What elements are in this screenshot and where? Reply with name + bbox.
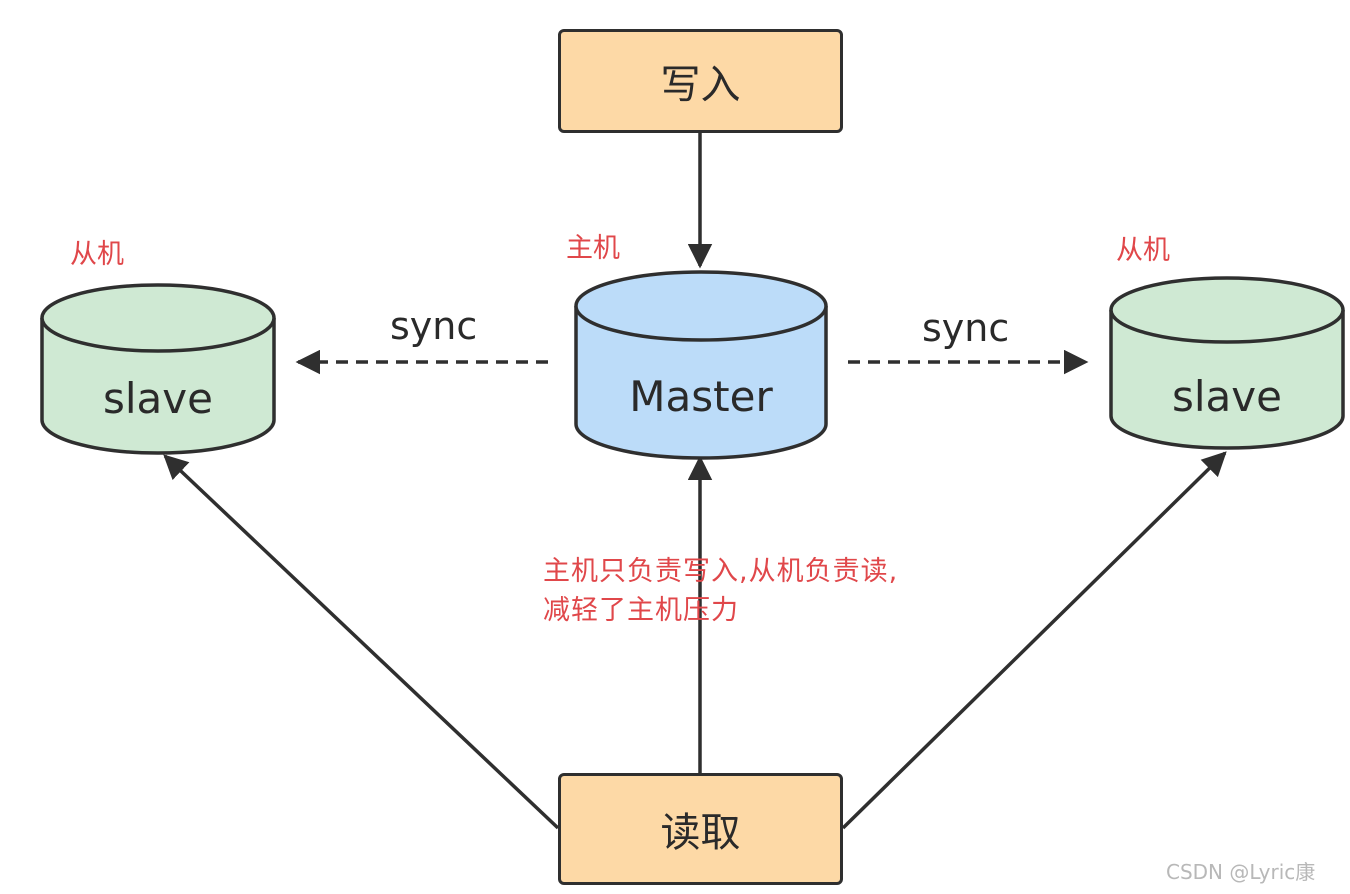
master-caption: 主机 (566, 233, 620, 264)
sync-right-label: sync (922, 306, 1010, 350)
write-label: 写入 (660, 62, 741, 108)
annotation-line-2: 减轻了主机压力 (543, 595, 739, 626)
slave-right-label: slave (1172, 372, 1282, 421)
sync-left-label: sync (390, 304, 478, 348)
read-to-slave-left-arrow (163, 454, 560, 830)
master-label: Master (629, 372, 773, 421)
annotation-text: 主机只负责写入,从机负责读, 减轻了主机压力 (543, 552, 898, 630)
slave-right-caption: 从机 (1116, 235, 1170, 266)
slave-left-label: slave (103, 374, 213, 423)
write-box: 写入 (558, 29, 843, 133)
read-box: 读取 (558, 773, 843, 885)
slave-left-caption: 从机 (70, 239, 124, 270)
annotation-line-1: 主机只负责写入,从机负责读, (543, 556, 899, 587)
slave-right-cylinder (1109, 276, 1345, 450)
watermark: CSDN @Lyric康 (1166, 860, 1316, 884)
read-to-slave-right-arrow (841, 451, 1227, 830)
master-cylinder (574, 270, 828, 460)
slave-left-cylinder (40, 283, 276, 455)
read-label: 读取 (660, 810, 741, 856)
